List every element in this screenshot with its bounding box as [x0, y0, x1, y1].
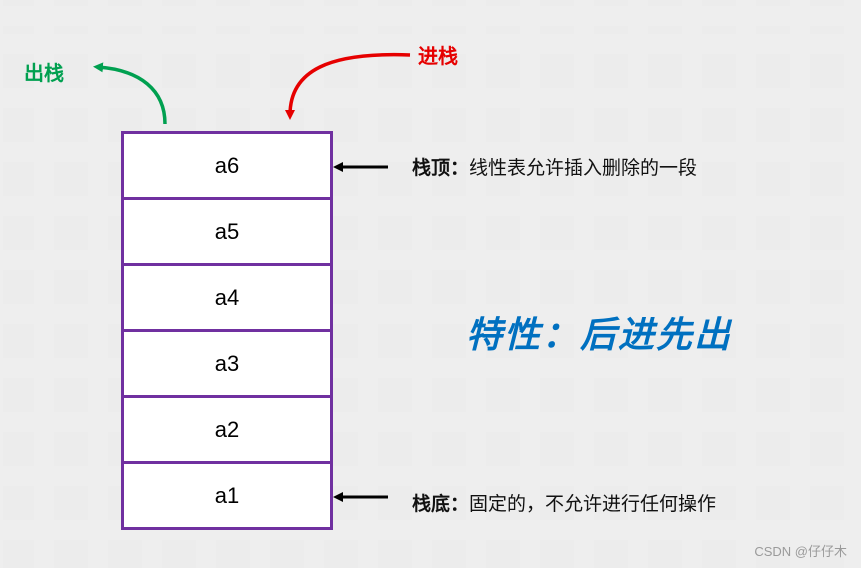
- stack-cell-a5: a5: [124, 200, 330, 266]
- stack-bottom-key: 栈底：: [412, 493, 470, 515]
- stack-bottom-description: 固定的，不允许进行任何操作: [469, 493, 717, 515]
- stack-cell-a2: a2: [124, 398, 330, 464]
- stack-box: a6 a5 a4 a3 a2 a1: [121, 131, 333, 530]
- watermark: CSDN @仔仔木: [754, 544, 847, 559]
- stack-top-key: 栈顶：: [412, 157, 470, 179]
- feature-lifo-text: 特性：后进先出: [466, 314, 733, 356]
- stack-cell-a3: a3: [124, 332, 330, 398]
- stack-top-annotation: 栈顶：线性表允许插入删除的一段: [412, 153, 697, 180]
- pop-label: 出栈: [24, 61, 64, 85]
- stack-cell-a1: a1: [214, 482, 240, 508]
- stack-cell-a6: a6: [124, 134, 330, 200]
- stack-top-description: 线性表允许插入删除的一段: [469, 157, 698, 179]
- pop-arrow: [93, 62, 167, 125]
- push-arrow: [285, 52, 411, 120]
- stack-cell-a4: a4: [124, 266, 330, 332]
- stack-bottom-annotation: 栈底：固定的，不允许进行任何操作: [412, 489, 716, 516]
- push-label: 进栈: [418, 44, 458, 68]
